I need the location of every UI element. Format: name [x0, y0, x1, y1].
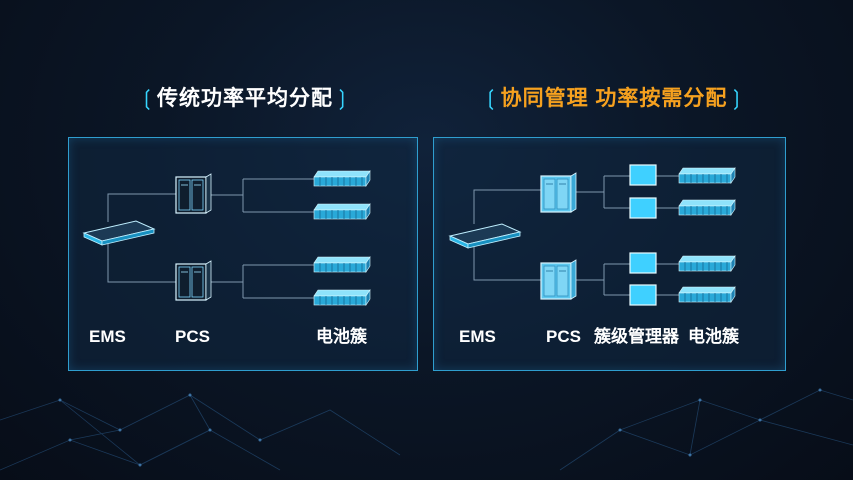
cluster-manager-icon	[629, 284, 657, 306]
bracket-right-icon: ❳	[333, 87, 352, 110]
left-connectors	[107, 178, 314, 299]
pcs-cabinet-icon	[175, 173, 212, 214]
ems-device-icon	[83, 220, 155, 246]
cluster-label: 电池簇	[688, 327, 739, 346]
battery-cluster-icon	[678, 167, 736, 184]
pcs-cabinet-icon	[175, 260, 212, 301]
pcs-label: PCS	[546, 327, 581, 346]
battery-cluster-icon	[678, 255, 736, 272]
bracket-right-icon: ❳	[727, 87, 747, 110]
bracket-left-icon: ❲	[481, 87, 501, 110]
cluster-label: 电池簇	[316, 327, 367, 346]
left-panel-title: ❲传统功率平均分配❳	[128, 84, 362, 114]
cluster-manager-icon	[629, 252, 657, 274]
battery-cluster-icon	[313, 203, 371, 220]
ems-label: EMS	[459, 327, 496, 346]
ems-device-icon	[449, 223, 521, 249]
right-diagram	[449, 164, 736, 306]
ems-label: EMS	[89, 327, 126, 346]
battery-cluster-icon	[313, 170, 371, 187]
right-connectors	[473, 175, 679, 296]
battery-cluster-icon	[313, 256, 371, 273]
bracket-left-icon: ❲	[138, 87, 157, 110]
cluster-manager-icon	[629, 197, 657, 219]
battery-cluster-icon	[313, 289, 371, 306]
pcs-cabinet-icon	[540, 259, 577, 300]
battery-cluster-icon	[678, 199, 736, 216]
right-title-text: 协同管理 功率按需分配	[500, 87, 728, 110]
pcs-cabinet-icon	[540, 172, 577, 213]
manager-label: 簇级管理器	[594, 327, 679, 346]
battery-cluster-icon	[678, 286, 736, 303]
right-panel-title: ❲协同管理 功率按需分配❳	[476, 84, 752, 114]
cluster-manager-icon	[629, 164, 657, 186]
left-title-text: 传统功率平均分配	[157, 87, 333, 110]
left-diagram	[83, 170, 371, 306]
pcs-label: PCS	[175, 327, 210, 346]
